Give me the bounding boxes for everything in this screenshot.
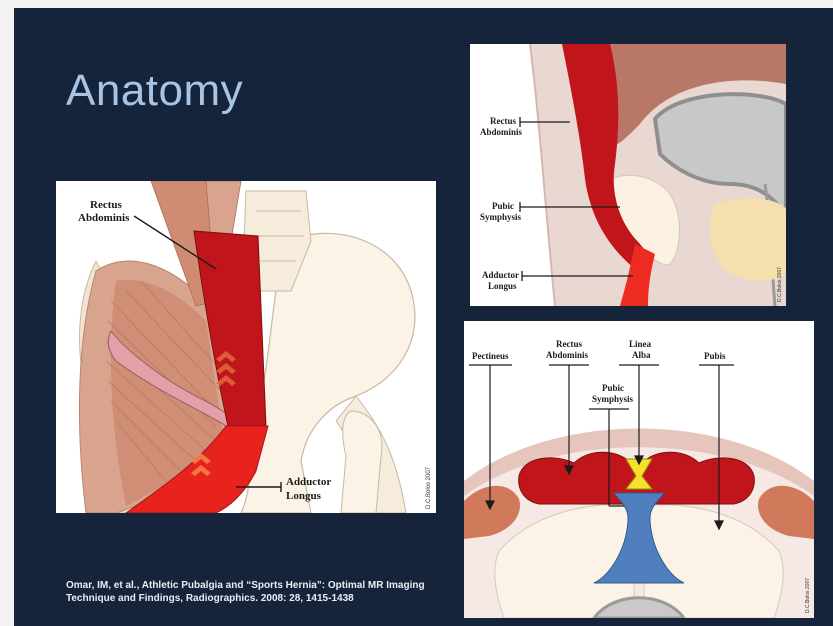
citation-line-2: Technique and Findings, Radiographics. 2… <box>66 592 446 605</box>
sagittal-illustration: Rectus Abdominis Pubic Symphysis Adducto… <box>470 44 786 306</box>
label-linea-alba-line1: Linea <box>629 339 652 349</box>
label-adductor-longus-line2: Longus <box>286 490 322 502</box>
label-pubic-symphysis-line1: Pubic <box>492 201 514 211</box>
label-pectineus: Pectineus <box>472 351 509 361</box>
label-rectus-abdominis-line1: Rectus <box>490 116 516 126</box>
slide: Anatomy <box>14 8 833 626</box>
label-linea-alba-line2: Alba <box>632 350 651 360</box>
slide-title: Anatomy <box>66 66 243 116</box>
figure-pelvis-anterior: Rectus Abdominis Adductor Longus D.C.Bol… <box>56 181 436 513</box>
label-pubis: Pubis <box>704 351 726 361</box>
citation-line-1: Omar, IM, et al., Athletic Pubalgia and … <box>66 579 446 592</box>
illustrator-signature: D.C.Bolos 2007 <box>426 466 432 509</box>
label-adductor-longus-line2: Longus <box>488 281 517 291</box>
label-pubic-symphysis-line2: Symphysis <box>592 394 634 404</box>
axial-illustration: Pectineus Rectus Abdominis Linea Alba Pu… <box>464 321 814 618</box>
label-rectus-abdominis-line2: Abdominis <box>480 127 523 137</box>
label-adductor-longus-line1: Adductor <box>482 270 519 280</box>
figure-axial: Pectineus Rectus Abdominis Linea Alba Pu… <box>464 321 814 618</box>
citation: Omar, IM, et al., Athletic Pubalgia and … <box>66 579 446 605</box>
label-rectus-abdominis-line2: Abdominis <box>78 212 130 224</box>
label-pubic-symphysis-line2: Symphysis <box>480 212 522 222</box>
illustrator-signature: D.C.Bolos 2007 <box>777 267 783 302</box>
label-rectus-abdominis-line1: Rectus <box>90 199 122 211</box>
label-rectus-abdominis-line1: Rectus <box>556 339 582 349</box>
illustrator-signature: D.C.Bolos 2007 <box>805 578 811 613</box>
pelvis-illustration: Rectus Abdominis Adductor Longus D.C.Bol… <box>56 181 436 513</box>
figure-sagittal: Rectus Abdominis Pubic Symphysis Adducto… <box>470 44 786 306</box>
label-rectus-abdominis-line2: Abdominis <box>546 350 589 360</box>
label-pubic-symphysis-line1: Pubic <box>602 383 624 393</box>
label-adductor-longus-line1: Adductor <box>286 476 331 488</box>
